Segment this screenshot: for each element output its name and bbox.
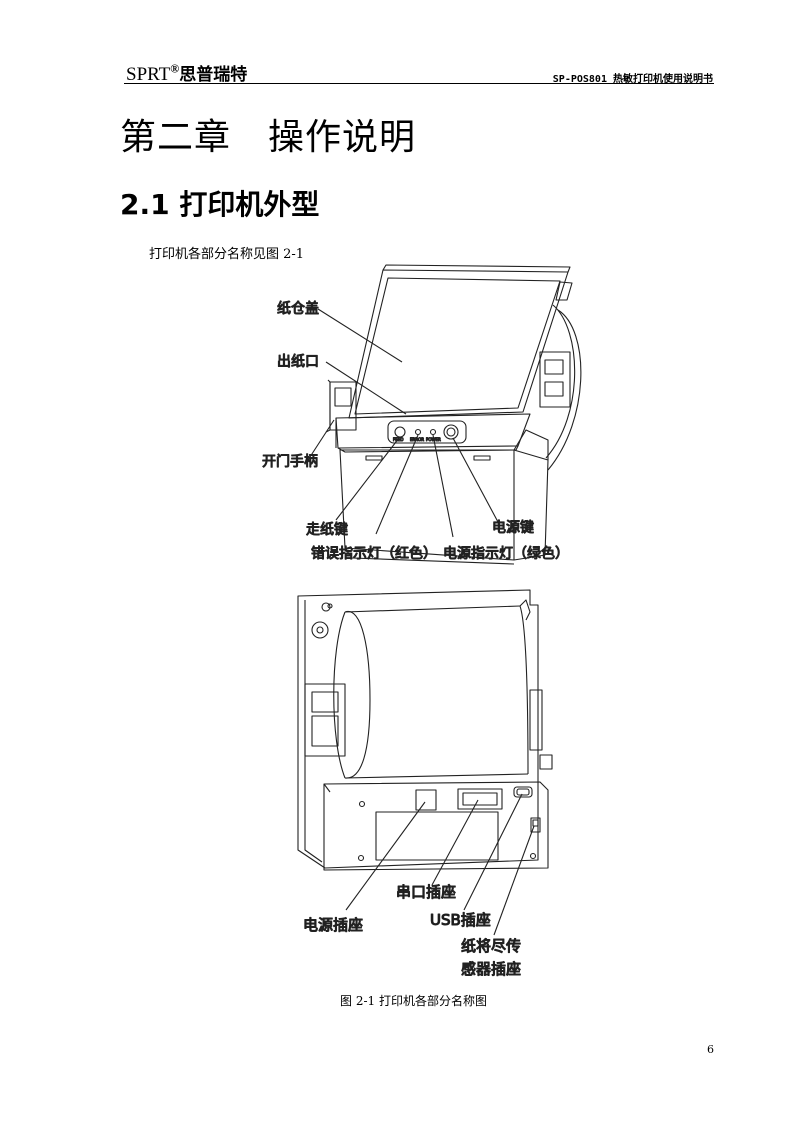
registered-mark: ® xyxy=(170,61,180,76)
intro-text: 打印机各部分名称见图 2-1 xyxy=(149,247,305,262)
panel-mark-feed: FEED xyxy=(393,437,403,442)
figure-caption: 图 2-1 打印机各部分名称图 xyxy=(340,994,487,1008)
header-brand: SPRT®思普瑞特 xyxy=(126,60,247,86)
label-feed-key: 走纸键 xyxy=(306,522,348,538)
header-doc-title: SP-POS801 热敏打印机使用说明书 xyxy=(552,74,713,85)
label-sensor-line1: 纸将尽传 xyxy=(461,937,521,955)
label-door-handle: 开门手柄 xyxy=(262,454,318,470)
label-sensor-line2: 感器插座 xyxy=(461,960,521,978)
page-number: 6 xyxy=(707,1043,714,1056)
chapter-title: 第二章 操作说明 xyxy=(120,117,417,158)
label-error-light: 错误指示灯（红色） xyxy=(311,545,437,562)
panel-mark-power: POWER xyxy=(426,437,441,442)
label-power-light: 电源指示灯（绿色） xyxy=(443,545,569,562)
label-power-key: 电源键 xyxy=(492,520,534,536)
label-paper-outlet: 出纸口 xyxy=(277,354,319,370)
panel-mark-error: ERROR xyxy=(410,437,424,442)
brand-name-cn: 思普瑞特 xyxy=(179,65,248,85)
section-title: 2.1 打印机外型 xyxy=(120,188,320,221)
label-paper-cover: 纸仓盖 xyxy=(277,301,319,317)
label-serial-port: 串口插座 xyxy=(396,883,456,901)
label-power-socket: 电源插座 xyxy=(303,916,363,934)
brand-name: SPRT xyxy=(126,64,171,85)
header-divider xyxy=(124,83,714,84)
label-usb-port: USB插座 xyxy=(430,911,491,929)
printer-rear-view xyxy=(297,589,553,936)
printer-front-view xyxy=(307,264,582,565)
